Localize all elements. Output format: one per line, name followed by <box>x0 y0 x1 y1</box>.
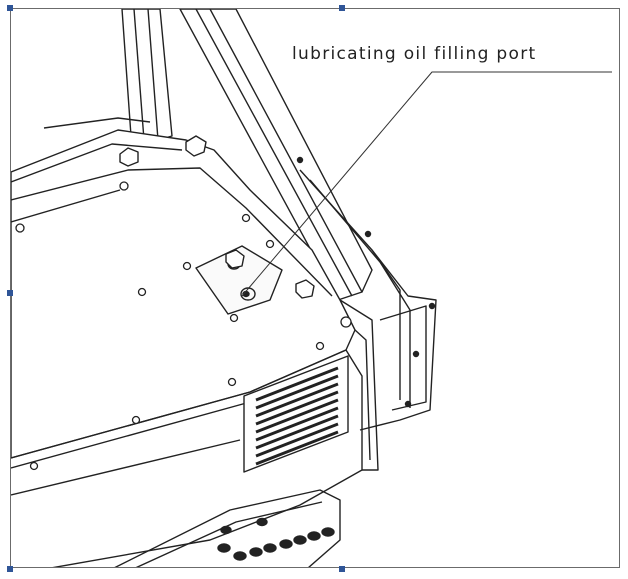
vent-grille <box>243 355 349 473</box>
diagonal-arm <box>179 9 373 301</box>
hex-nuts <box>119 135 315 299</box>
resize-handle-middle-left[interactable] <box>7 290 13 296</box>
resize-handle-bottom-middle[interactable] <box>339 566 345 572</box>
callout-label: lubricating oil filling port <box>292 44 537 64</box>
selection-frame <box>10 8 620 568</box>
callout-leader-line <box>241 71 612 297</box>
resize-handle-top-left[interactable] <box>7 5 13 11</box>
terminal-block <box>114 489 341 567</box>
housing-top-face <box>11 117 356 459</box>
resize-handle-bottom-left[interactable] <box>7 566 13 572</box>
housing-bolts <box>15 181 352 471</box>
flange-fasteners <box>296 156 436 408</box>
resize-handle-top-middle[interactable] <box>339 5 345 11</box>
